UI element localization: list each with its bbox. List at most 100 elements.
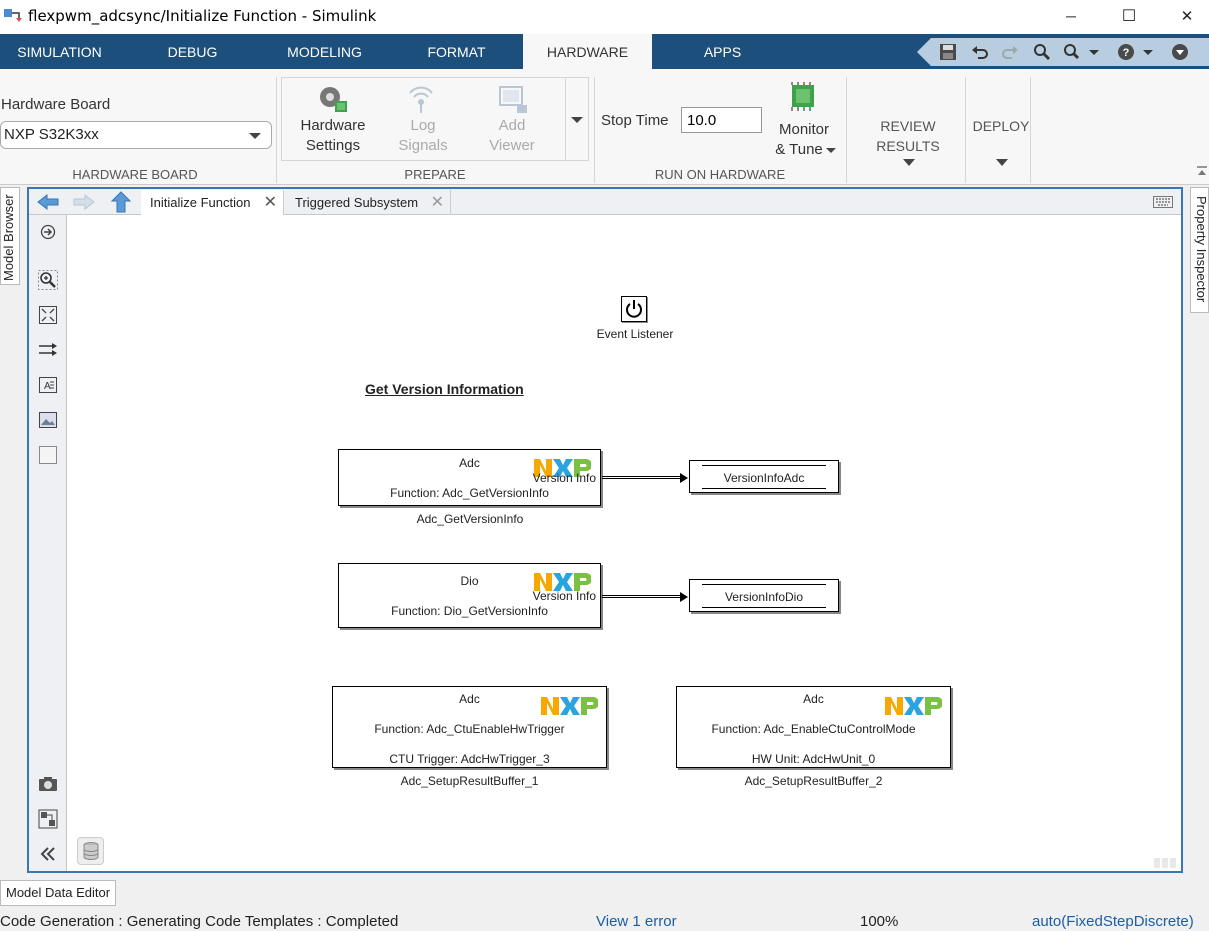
dio-get-version-info-block[interactable]: Dio Version Info Function: Dio_GetVersio…	[338, 563, 601, 628]
more-options-icon[interactable]	[1061, 42, 1101, 62]
maximize-button[interactable]: ☐	[1100, 0, 1158, 32]
stop-time-input[interactable]	[681, 107, 762, 133]
undo-icon[interactable]	[969, 42, 991, 62]
tab-label: Triggered Subsystem	[295, 195, 419, 210]
redo-icon[interactable]	[999, 42, 1021, 62]
hardware-settings-line1: Hardware	[300, 117, 366, 134]
group-title-hardware-board: HARDWARE BOARD	[72, 167, 198, 182]
tab-hardware[interactable]: HARDWARE	[523, 34, 652, 69]
deploy-button[interactable]: DEPLOY	[966, 109, 1036, 175]
close-icon[interactable]: ✕	[430, 194, 444, 211]
adc-get-version-info-block[interactable]: Adc Version Info Function: Adc_GetVersio…	[338, 449, 601, 506]
model-data-editor-tab[interactable]: Model Data Editor	[0, 880, 116, 906]
data-store-button[interactable]	[77, 837, 104, 865]
adc-ctu-enable-hw-trigger-block[interactable]: Adc Function: Adc_CtuEnableHwTrigger CTU…	[332, 686, 607, 768]
prepare-gallery-expand-button[interactable]	[565, 77, 589, 161]
chevron-down-icon	[996, 159, 1008, 166]
power-icon	[626, 300, 642, 318]
event-listener-block[interactable]	[621, 296, 647, 322]
log-signals-button[interactable]: Log Signals	[388, 83, 458, 155]
image-icon[interactable]	[38, 410, 58, 430]
block-type-label: Adc	[459, 456, 480, 470]
tab-initialize-function[interactable]: Initialize Function ✕	[141, 190, 284, 215]
model-browser-tab[interactable]: Model Browser	[0, 187, 20, 285]
hardware-settings-button[interactable]: Hardware Settings	[290, 83, 376, 155]
save-icon[interactable]	[937, 42, 959, 62]
monitor-tune-button[interactable]: Monitor & Tune	[766, 79, 842, 163]
tab-label: Initialize Function	[150, 195, 251, 210]
group-divider	[594, 77, 595, 183]
tab-simulation[interactable]: SIMULATION	[17, 44, 102, 60]
svg-text:A: A	[44, 381, 51, 392]
store-top-rule	[702, 465, 826, 466]
block-function-label: Function: Adc_EnableCtuControlMode	[711, 722, 916, 736]
view-errors-link[interactable]: View 1 error	[596, 913, 677, 930]
tab-format[interactable]: FORMAT	[427, 44, 486, 60]
forward-arrow-icon[interactable]	[73, 193, 95, 211]
signal-line[interactable]	[602, 595, 680, 598]
chevron-down-icon	[903, 159, 915, 166]
signal-line[interactable]	[602, 476, 680, 479]
collapse-palette-icon[interactable]	[38, 844, 58, 864]
output-port-label: Version Info	[532, 471, 596, 485]
tab-apps[interactable]: APPS	[703, 44, 742, 60]
hardware-board-label: Hardware Board	[1, 96, 111, 113]
area-icon[interactable]	[38, 445, 58, 465]
annotation-icon[interactable]: A	[38, 375, 58, 395]
close-window-button[interactable]: ✕	[1158, 0, 1209, 32]
store-bottom-rule	[702, 488, 826, 489]
nxp-logo-icon	[541, 697, 598, 715]
maximize-icon: ☐	[1121, 8, 1137, 25]
store-name-label: VersionInfoAdc	[723, 471, 805, 485]
store-top-rule	[702, 584, 826, 585]
adc-enable-ctu-control-mode-block[interactable]: Adc Function: Adc_EnableCtuControlMode H…	[676, 686, 951, 768]
close-icon[interactable]: ✕	[263, 194, 277, 211]
block-parameter-label: HW Unit: AdcHwUnit_0	[751, 752, 876, 766]
property-inspector-tab[interactable]: Property Inspector	[1190, 187, 1209, 313]
status-bar: Code Generation : Generating Code Templa…	[0, 908, 1209, 931]
block-function-label: Function: Dio_GetVersionInfo	[391, 604, 548, 618]
zoom-icon[interactable]	[38, 270, 58, 290]
snapshot-icon[interactable]	[38, 774, 58, 794]
monitor-tune-line2: & Tune	[775, 141, 823, 158]
signal-routing-icon[interactable]	[38, 340, 58, 360]
add-viewer-button[interactable]: Add Viewer	[476, 83, 548, 155]
fit-to-view-icon[interactable]	[38, 305, 58, 325]
help-icon[interactable]: ?	[1115, 42, 1155, 62]
back-arrow-icon[interactable]	[37, 193, 59, 211]
up-arrow-icon[interactable]	[111, 191, 131, 213]
collapse-ribbon-icon[interactable]	[1169, 42, 1191, 62]
find-icon[interactable]	[1031, 42, 1053, 62]
minimize-button[interactable]: ─	[1042, 0, 1100, 32]
tab-triggered-subsystem[interactable]: Triggered Subsystem ✕	[286, 190, 451, 215]
navigate-icon[interactable]	[38, 222, 58, 242]
deploy-label: DEPLOY	[972, 118, 1030, 134]
model-browser-label: Model Browser	[1, 194, 16, 281]
data-store-write-block[interactable]: VersionInfoAdc	[689, 460, 839, 493]
hardware-board-select[interactable]: NXP S32K3xx	[0, 121, 272, 149]
solver-link[interactable]: auto(FixedStepDiscrete)	[1032, 913, 1194, 930]
resize-grip-icon[interactable]	[1154, 858, 1176, 868]
keyboard-icon[interactable]	[1153, 196, 1173, 208]
block-parameter-label: CTU Trigger: AdcHwTrigger_3	[389, 752, 550, 766]
tab-debug[interactable]: DEBUG	[167, 44, 218, 60]
add-viewer-line1: Add	[498, 117, 526, 134]
hardware-settings-line2: Settings	[305, 137, 361, 154]
group-divider	[965, 77, 966, 183]
group-title-prepare: PREPARE	[404, 167, 466, 182]
review-results-label: REVIEW RESULTS	[876, 118, 940, 154]
diagram-canvas[interactable]: Event Listener Get Version Information A…	[68, 215, 1181, 871]
data-store-write-block[interactable]: VersionInfoDio	[689, 579, 839, 612]
tab-modeling[interactable]: MODELING	[287, 44, 362, 60]
log-signals-icon	[409, 86, 433, 113]
ribbon-collapse-icon[interactable]	[1196, 165, 1208, 183]
model-explorer-icon[interactable]	[38, 809, 58, 829]
block-name-label: Adc_SetupResultBuffer_1	[400, 774, 539, 788]
signal-arrow	[680, 473, 688, 483]
annotation-title[interactable]: Get Version Information	[365, 381, 524, 397]
property-inspector-label: Property Inspector	[1194, 196, 1209, 303]
review-results-button[interactable]: REVIEW RESULTS	[850, 109, 966, 175]
event-listener-label: Event Listener	[596, 327, 674, 341]
block-name-label: Adc_GetVersionInfo	[416, 512, 524, 526]
log-signals-line2: Signals	[398, 137, 448, 154]
